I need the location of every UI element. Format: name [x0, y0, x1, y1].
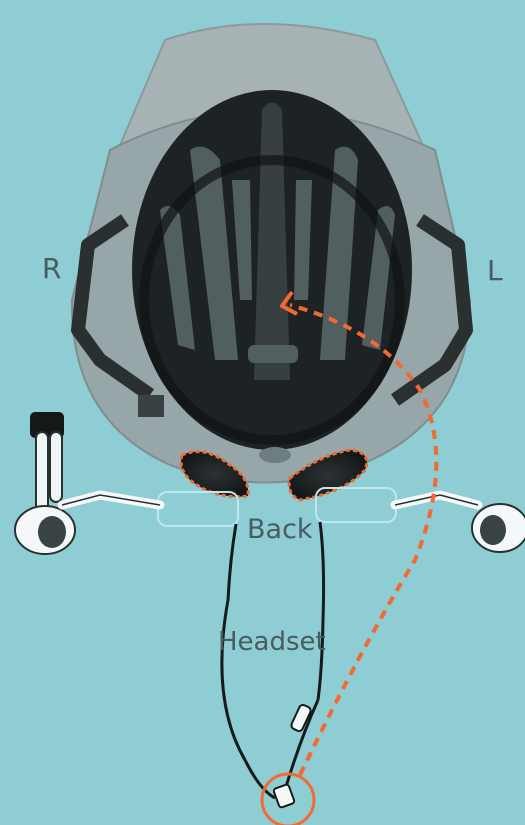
strap-buckle: [138, 395, 164, 417]
label-back: Back: [247, 514, 313, 545]
rear-adjuster: [259, 447, 291, 463]
cable-left: [318, 522, 324, 700]
helmet-illustration: [72, 24, 470, 500]
label-left: L: [487, 254, 503, 287]
label-right: R: [42, 252, 61, 285]
label-headset: Headset: [218, 627, 326, 657]
inline-connector-icon: [290, 704, 312, 733]
cable-right: [222, 524, 275, 798]
earbud-left-icon: [395, 495, 525, 552]
plug-icon: [273, 784, 295, 808]
speaker-slot-right: [158, 492, 238, 526]
